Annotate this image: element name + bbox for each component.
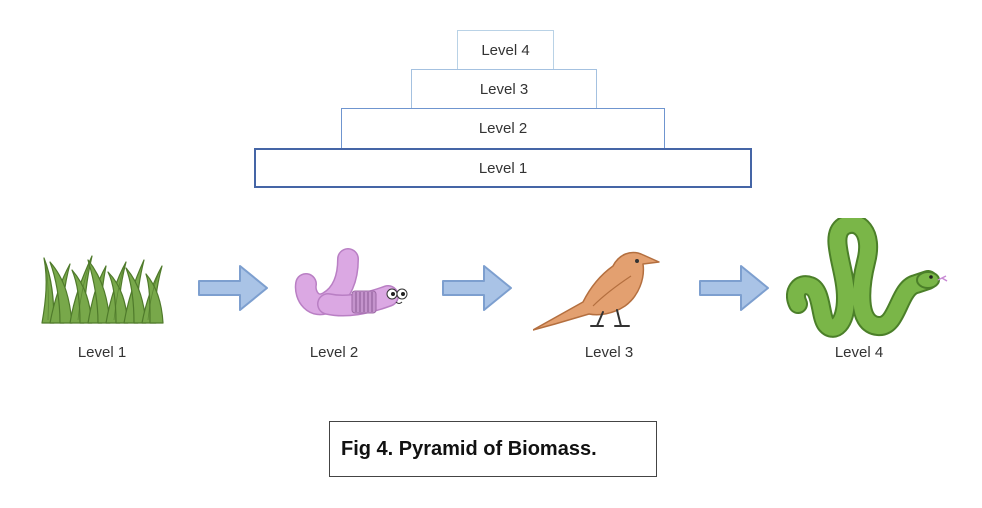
pyramid-tier-level-4: Level 4 — [457, 30, 554, 70]
caption-text: Fig 4. Pyramid of Biomass. — [341, 437, 597, 460]
figure-caption: Fig 4. Pyramid of Biomass. — [329, 421, 657, 477]
tier-label: Level 4 — [481, 41, 530, 59]
pyramid-tier-level-1: Level 1 — [254, 148, 752, 188]
organism-label-level-4: Level 4 — [834, 344, 884, 361]
organism-label-level-3: Level 3 — [584, 344, 634, 361]
worm-icon — [294, 248, 408, 317]
organism-label-level-1: Level 1 — [77, 344, 127, 361]
snake-icon — [786, 218, 948, 338]
tier-label: Level 2 — [478, 120, 528, 137]
arrow-right-icon — [198, 265, 268, 311]
arrow-right-icon — [699, 265, 769, 311]
arrow-right-icon — [442, 265, 512, 311]
pyramid-tier-level-2: Level 2 — [341, 108, 665, 149]
organism-label-level-2: Level 2 — [309, 344, 359, 361]
tier-label: Level 1 — [478, 159, 528, 177]
grass-icon — [41, 255, 164, 324]
tier-label: Level 3 — [479, 80, 529, 98]
food-chain: Level 1 Level 2 — [41, 218, 948, 361]
bird-icon — [533, 251, 660, 331]
